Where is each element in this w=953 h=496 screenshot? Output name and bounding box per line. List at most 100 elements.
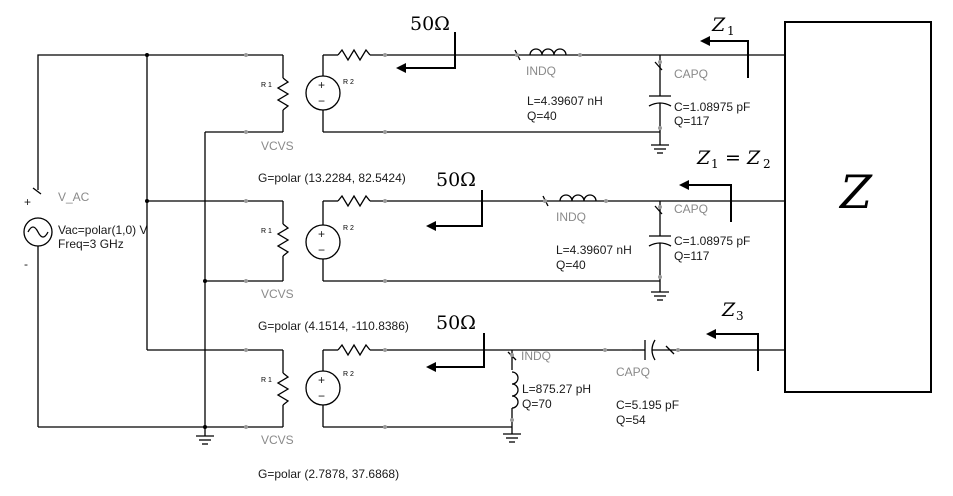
stage-1-ohm: 50Ω (410, 13, 450, 35)
stage-3-cap-c: C=5.195 pF (616, 398, 679, 412)
stage-2-cap-name: CAPQ (674, 202, 708, 216)
stage-1-r2-label: R 2 (343, 79, 354, 86)
stage-3-z-main: Z (721, 299, 736, 321)
stage-1-ind-l: L=4.39607 nH (527, 94, 603, 108)
stage-3-capacitor[interactable] (632, 339, 785, 361)
stage-1-gain: G=polar (13.2284, 82.5424) (258, 171, 406, 185)
pin (658, 205, 662, 209)
stage-1-vcvs-minus: − (318, 94, 325, 108)
stage-2-r1-resistor[interactable] (276, 201, 290, 281)
pin (604, 199, 608, 203)
stage-2-vcvs[interactable] (305, 194, 785, 282)
stage-3-z-sub: 3 (736, 309, 744, 323)
pin (383, 348, 387, 352)
stage-2: R 1 + − R 2 VCVS G=polar (4.1514, -110.8… (244, 147, 785, 333)
stage-1-z-sub: 1 (727, 24, 735, 38)
pin (383, 279, 387, 283)
stage-2-z-arrow (679, 180, 732, 222)
stage-1-cap-q: Q=117 (674, 114, 710, 128)
ac-source[interactable] (23, 54, 205, 428)
pin (244, 425, 248, 429)
stage-1-impedance-arrow (396, 32, 456, 73)
stage-2-ohm: 50Ω (436, 169, 476, 191)
pin (383, 199, 387, 203)
stage-3-vcvs[interactable] (305, 343, 632, 428)
pin (676, 348, 680, 352)
stage-3-r2-label: R 2 (343, 371, 354, 378)
stage-3-z-arrow (706, 329, 759, 371)
pin (603, 348, 607, 352)
source-plus: + (24, 195, 31, 209)
stage-1-vcvs[interactable] (305, 48, 785, 133)
stage-1-vcvs-label: VCVS (261, 139, 294, 153)
stage-2-ind-l: L=4.39607 nH (556, 243, 632, 257)
stage-2-z-sub: 1 (711, 157, 719, 171)
stage-2-capacitor[interactable] (648, 201, 672, 301)
stage-1-cap-name: CAPQ (674, 67, 708, 81)
load-label: Z (838, 165, 873, 219)
pin (658, 275, 662, 279)
stage-3-ind-l: L=875.27 pH (522, 382, 591, 396)
stage-1-z-main: Z (711, 14, 726, 36)
stage-2-vcvs-minus: − (318, 243, 325, 257)
stage-3-inductor[interactable] (503, 350, 521, 443)
pin (244, 348, 248, 352)
pin (383, 425, 387, 429)
stage-3-vcvs-label: VCVS (261, 433, 294, 447)
stage-1-capacitor[interactable] (648, 55, 672, 154)
pin (543, 199, 547, 203)
stage-1-r1-label: R 1 (261, 82, 272, 89)
source-name: V_AC (58, 190, 90, 204)
stage-3-cap-q: Q=54 (616, 413, 646, 427)
stage-2-ind-name: INDQ (556, 210, 586, 224)
pin (244, 279, 248, 283)
pin (244, 53, 248, 57)
source-freq: Freq=3 GHz (58, 237, 124, 251)
stage-3-r1-resistor[interactable] (276, 350, 290, 427)
pin (510, 353, 514, 357)
stage-2-z-eq: = Z (725, 147, 761, 169)
pin (658, 60, 662, 64)
pin (244, 199, 248, 203)
pin (510, 418, 514, 422)
stage-3-r1-label: R 1 (261, 377, 272, 384)
stage-2-r1-label: R 1 (261, 228, 272, 235)
source-minus: - (24, 257, 28, 271)
stage-3-vcvs-plus: + (318, 373, 325, 387)
stage-2-ind-q: Q=40 (556, 258, 586, 272)
load-box[interactable] (784, 21, 932, 393)
stage-1-cap-c: C=1.08975 pF (674, 100, 750, 114)
stage-2-vcvs-plus: + (318, 227, 325, 241)
pin (383, 130, 387, 134)
pin (578, 53, 582, 57)
pin (515, 53, 519, 57)
stage-1: R 1 + − R 2 VCVS G=polar (13.2284, 82.54… (244, 13, 785, 185)
stage-1-z-arrow (700, 36, 749, 78)
stage-2-gain: G=polar (4.1514, -110.8386) (258, 319, 409, 333)
stage-3-ind-name: INDQ (521, 349, 551, 363)
stage-1-r1-resistor[interactable] (276, 55, 290, 132)
stage-3-gain: G=polar (2.7878, 37.6868) (258, 467, 399, 481)
stage-3-vcvs-minus: − (318, 389, 325, 403)
stage-1-ind-name: INDQ (526, 64, 556, 78)
pin (244, 130, 248, 134)
stage-3: R 1 + − R 2 VCVS G=polar (2.7878, 37.686… (244, 299, 785, 481)
stage-3-impedance-arrow (426, 333, 485, 372)
stage-2-r2-label: R 2 (343, 225, 354, 232)
source-vac: Vac=polar(1,0) V (58, 223, 148, 237)
stage-1-vcvs-plus: + (318, 78, 325, 92)
stage-2-impedance-arrow (426, 190, 483, 231)
stage-2-z-eq-sub: 2 (763, 157, 771, 171)
stage-2-cap-c: C=1.08975 pF (674, 234, 750, 248)
pin (383, 53, 387, 57)
stage-3-ind-q: Q=70 (522, 397, 552, 411)
stage-3-cap-name: CAPQ (616, 365, 650, 379)
stage-3-ohm: 50Ω (436, 312, 476, 334)
pin (658, 126, 662, 130)
stage-2-z-main: Z (696, 147, 711, 169)
input-bus (145, 53, 283, 351)
stage-2-vcvs-label: VCVS (261, 287, 294, 301)
stage-2-cap-q: Q=117 (674, 249, 710, 263)
stage-1-ind-q: Q=40 (527, 109, 557, 123)
